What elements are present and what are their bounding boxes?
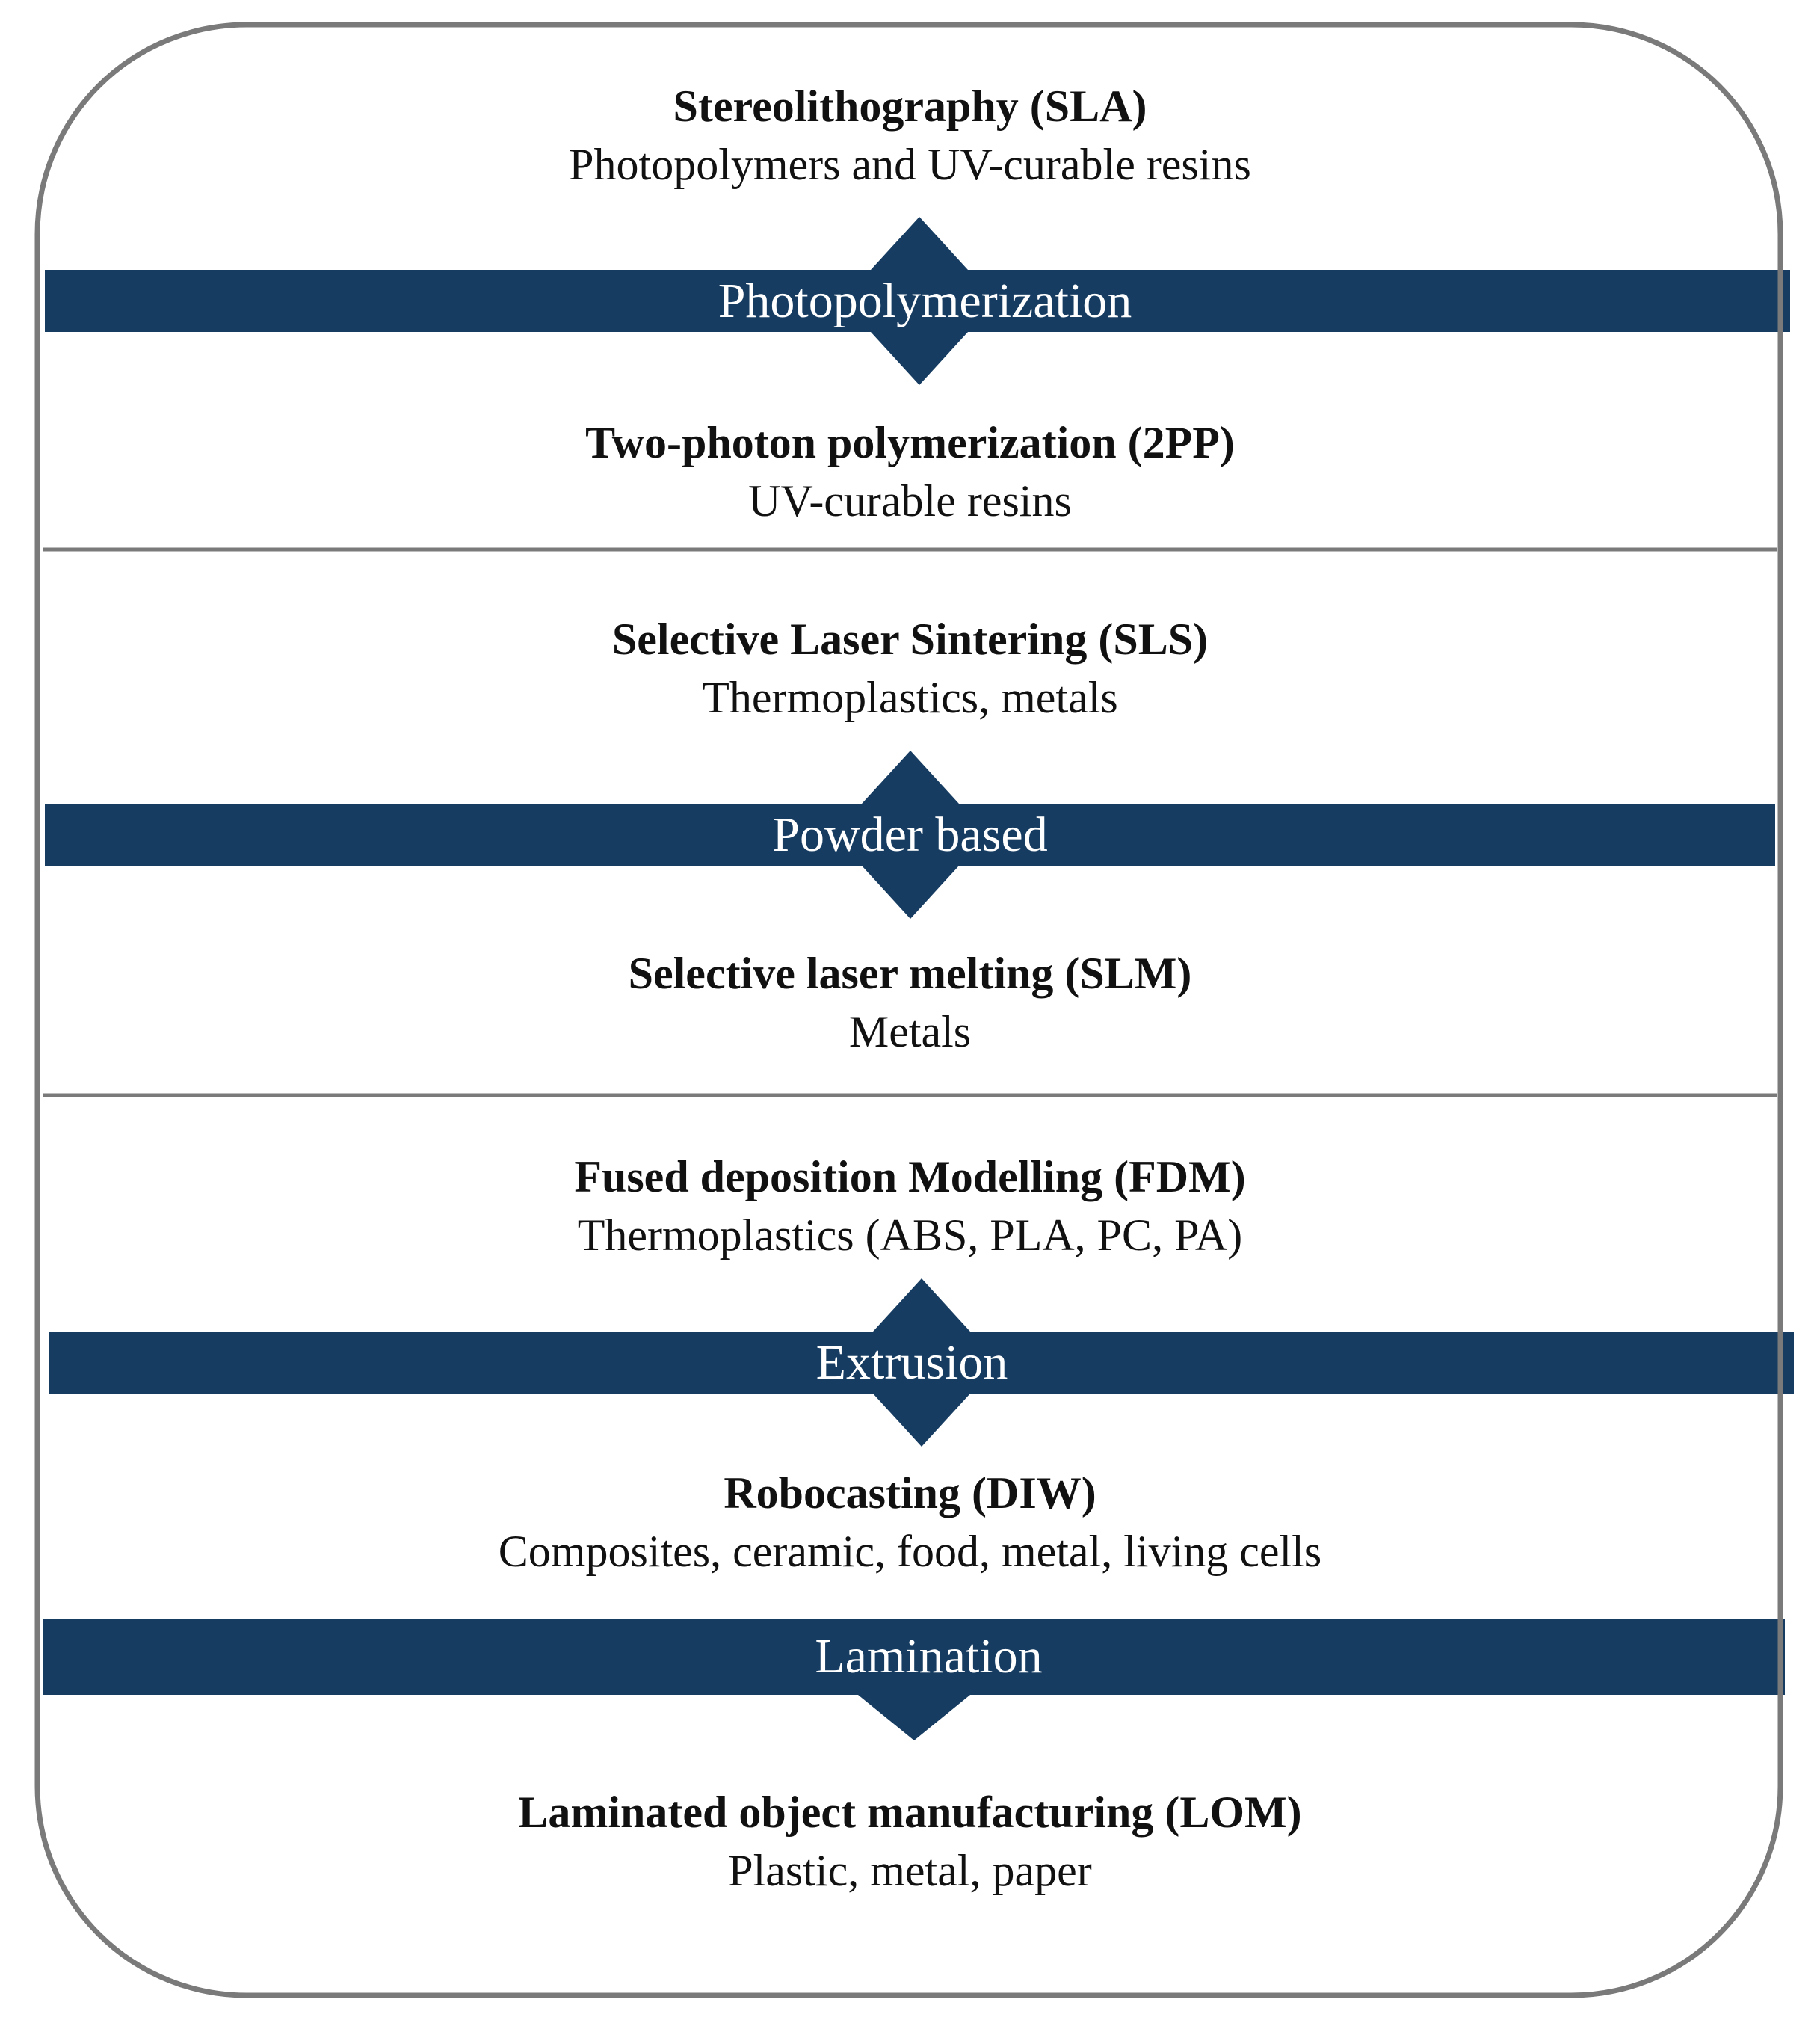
band-extrusion: [49, 1332, 1794, 1394]
process-name-2pp: Two-photon polymerization (2PP): [585, 418, 1235, 467]
double-arrow-extrusion-bottom: [873, 1394, 970, 1447]
process-materials-diw: Composites, ceramic, food, metal, living…: [498, 1527, 1322, 1576]
down-arrow-lamination: [858, 1695, 970, 1740]
double-arrow-photopolymerization-bottom: [871, 332, 968, 385]
process-materials-2pp: UV-curable resins: [748, 476, 1072, 526]
double-arrow-photopolymerization: [871, 217, 968, 270]
band-powder-based: [45, 804, 1775, 866]
process-name-diw: Robocasting (DIW): [724, 1468, 1096, 1518]
category-label-powder-based: Powder based: [772, 807, 1048, 862]
process-materials-sla: Photopolymers and UV-curable resins: [569, 140, 1251, 189]
process-name-sla: Stereolithography (SLA): [673, 81, 1147, 131]
process-name-fdm: Fused deposition Modelling (FDM): [574, 1152, 1246, 1201]
band-lamination: [43, 1619, 1785, 1695]
band-photopolymerization: [45, 270, 1790, 332]
process-materials-fdm: Thermoplastics (ABS, PLA, PC, PA): [577, 1210, 1243, 1260]
process-name-slm: Selective laser melting (SLM): [628, 949, 1192, 998]
process-name-sls: Selective Laser Sintering (SLS): [611, 615, 1209, 664]
double-arrow-powder-top: [862, 751, 959, 804]
process-name-lom: Laminated object manufacturing (LOM): [518, 1788, 1302, 1837]
category-label-photopolymerization: Photopolymerization: [718, 274, 1132, 328]
outer-frame: [34, 22, 1783, 1998]
double-arrow-powder-bottom: [862, 866, 959, 919]
process-materials-lom: Plastic, metal, paper: [728, 1846, 1092, 1895]
category-label-extrusion: Extrusion: [815, 1335, 1008, 1390]
category-label-lamination: Lamination: [815, 1629, 1043, 1684]
process-materials-slm: Metals: [848, 1007, 972, 1056]
double-arrow-extrusion-top: [873, 1278, 970, 1332]
process-materials-sls: Thermoplastics, metals: [702, 673, 1118, 722]
